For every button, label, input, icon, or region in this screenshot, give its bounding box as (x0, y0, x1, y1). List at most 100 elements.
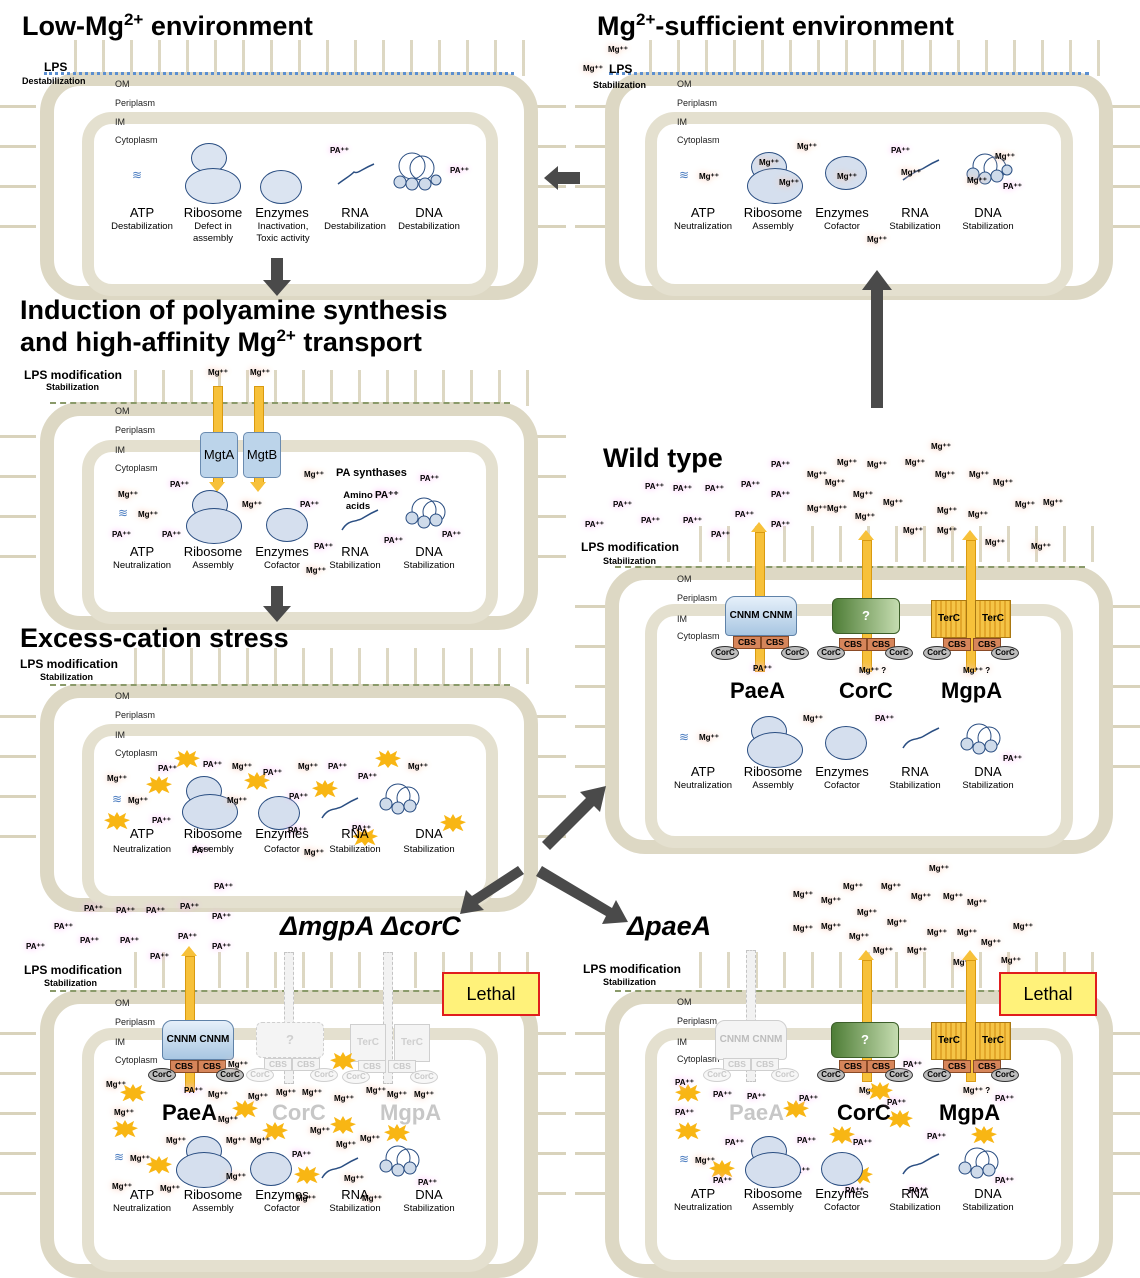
polyamine-ion: PA⁺⁺ (675, 1108, 694, 1117)
magnesium-ion: Mg⁺⁺ (807, 470, 827, 479)
magnesium-ion: Mg⁺⁺ (985, 538, 1005, 547)
polyamine-ion: PA⁺⁺ (741, 480, 760, 489)
rna-icon (902, 727, 940, 749)
lps-layer (0, 90, 36, 250)
corc-domain: CorC (148, 1068, 176, 1082)
magnesium-ion: Mg⁺⁺ (857, 908, 877, 917)
magnesium-ion: Mg⁺⁺ (969, 470, 989, 479)
stress-starburst-icon (146, 1156, 172, 1174)
magnesium-ion: Mg⁺⁺ (128, 796, 148, 805)
layer-im: IM (115, 1037, 125, 1047)
protein-corc: CorC (839, 678, 893, 703)
magnesium-ion: Mg⁺⁺ (855, 512, 875, 521)
terc-domain: TerC (350, 1024, 386, 1062)
stress-starburst-icon (312, 780, 338, 798)
inactive-export-arrow-mgpa (383, 952, 393, 1084)
panel-title: ΔpaeA (627, 911, 712, 941)
rna-icon (321, 797, 359, 819)
stress-starburst-icon (112, 1120, 138, 1138)
layer-cytoplasm: Cytoplasm (677, 1054, 720, 1064)
polyamine-ion: PA⁺⁺ (713, 1090, 732, 1099)
enzyme-icon (821, 1152, 863, 1186)
atp-icon: ≋ (112, 792, 123, 806)
flow-arrow-to-wildtype (542, 786, 606, 850)
lps-layer (0, 710, 36, 860)
molecule-atp-effect: Neutralization (673, 221, 733, 232)
magnesium-ion: Mg⁺⁺ (1001, 956, 1021, 965)
molecule-ribosome: Ribosome (743, 764, 803, 779)
polyamine-ion: PA⁺⁺ (585, 520, 604, 529)
magnesium-ion: Mg⁺⁺ (226, 1172, 246, 1181)
magnesium-ion: Mg⁺⁺ (226, 1136, 246, 1145)
corc-domain: CorC (216, 1068, 244, 1082)
polyamine-ion: PA⁺⁺ (442, 530, 461, 539)
lethal-badge: Lethal (442, 972, 540, 1016)
magnesium-ion: Mg⁺⁺ (608, 45, 628, 54)
magnesium-ion: Mg⁺⁺ (759, 158, 779, 167)
molecule-enzymes-effect: Cofactor (824, 221, 860, 232)
molecule-dna-effect: Stabilization (403, 560, 455, 571)
export-arrowhead (962, 950, 978, 960)
molecule-rna-effect: Stabilization (329, 560, 381, 571)
polyamine-ion: PA⁺⁺ (54, 922, 73, 931)
molecule-enzymes-effect: Cofactor (264, 844, 300, 855)
exported-ion: Mg⁺⁺ ? (963, 1086, 991, 1095)
lps-layer (635, 40, 1105, 76)
flow-arrow-up (862, 270, 892, 408)
lps-sublabel: Stabilization (603, 556, 657, 566)
cbs-domain: CBS (264, 1058, 292, 1071)
molecule-ribosome-effect: Assembly (192, 844, 234, 855)
polyamine-ion: PA⁺⁺ (1003, 182, 1022, 191)
lps-modified-line (50, 990, 510, 992)
panel-excess-cation: Excess-cation stress LPS modification St… (0, 620, 566, 912)
molecule-atp: ATP (129, 544, 155, 559)
exported-ion: PA⁺⁺ (184, 1086, 203, 1095)
cbs-domain: CBS (292, 1058, 320, 1071)
molecule-enzymes-effect: Cofactor (824, 1202, 860, 1213)
enzyme-icon (260, 170, 302, 204)
polyamine-ion: PA⁺⁺ (418, 1178, 437, 1187)
molecule-rna-effect: Stabilization (889, 780, 941, 791)
molecule-enzymes: Enzymes (815, 205, 869, 220)
molecule-enzymes: Enzymes (815, 764, 869, 779)
corc-domain: CorC (991, 646, 1019, 660)
polyamine-ion: PA⁺⁺ (747, 1092, 766, 1101)
dna-icon (966, 153, 1013, 185)
magnesium-ion: Mg⁺⁺ (106, 1080, 126, 1089)
magnesium-ion: Mg⁺⁺ (695, 1156, 715, 1165)
magnesium-ion: Mg⁺⁺ (797, 142, 817, 151)
polyamine-ion: PA⁺⁺ (909, 1186, 928, 1195)
molecule-rna: RNA (341, 1187, 369, 1202)
molecule-ribosome-effect: Assembly (752, 221, 794, 232)
magnesium-ion: Mg⁺⁺ (937, 526, 957, 535)
polyamine-ion: PA⁺⁺ (891, 146, 910, 155)
magnesium-ion: Mg⁺⁺ (968, 510, 988, 519)
polyamine-ion: PA⁺⁺ (116, 906, 135, 915)
magnesium-ion: Mg⁺⁺ (993, 478, 1013, 487)
polyamine-ion: PA⁺⁺ (152, 816, 171, 825)
molecule-ribosome: Ribosome (183, 826, 243, 841)
panel-mgpa-corc-mutant: ΔmgpA ΔcorC LPS modification Stabilizati… (0, 860, 566, 1278)
rna-icon (337, 163, 375, 185)
stress-starburst-icon (375, 750, 401, 768)
polyamine-ion: PA⁺⁺ (797, 1136, 816, 1145)
inner-membrane (82, 724, 498, 908)
molecule-rna: RNA (901, 205, 929, 220)
stress-starburst-icon (709, 1160, 735, 1178)
magnesium-ion: Mg⁺⁺ (583, 64, 603, 73)
lps-layer (60, 40, 530, 76)
magnesium-ion: Mg⁺⁺ (118, 490, 138, 499)
polyamine-ion: PA⁺⁺ (771, 520, 790, 529)
export-arrowhead (858, 950, 874, 960)
molecule-enzymes-effect: Cofactor (824, 780, 860, 791)
molecule-atp: ATP (129, 1187, 155, 1202)
magnesium-ion: Mg⁺⁺ (227, 796, 247, 805)
ribosome-large-subunit (176, 1152, 232, 1188)
stress-starburst-icon (294, 1166, 320, 1184)
magnesium-ion: Mg⁺⁺ (699, 172, 719, 181)
terc-domain: TerC (931, 1022, 967, 1060)
enzyme-icon (825, 726, 867, 760)
molecule-enzymes: Enzymes (255, 544, 309, 559)
magnesium-ion: Mg⁺⁺ (981, 938, 1001, 947)
magnesium-ion: Mg⁺⁺ (336, 1140, 356, 1149)
